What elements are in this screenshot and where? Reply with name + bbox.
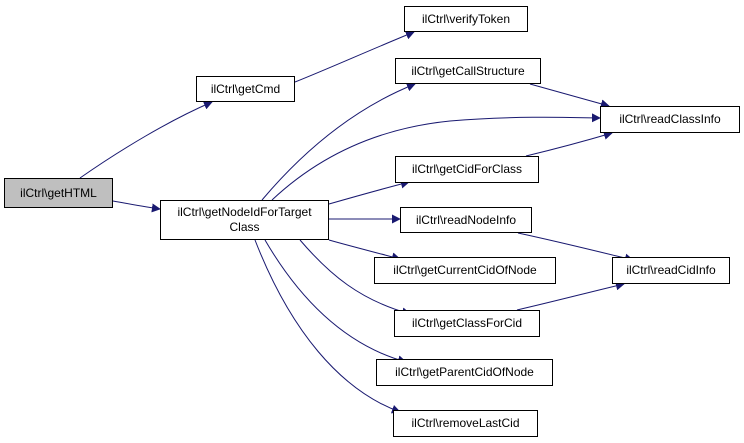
edge-root-to-getNodeIdForTargetClass — [112, 200, 161, 213]
edge-getClassForCid-to-readCidInfo — [516, 281, 625, 311]
node-readClassInfo[interactable]: ilCtrl\readClassInfo — [600, 106, 740, 133]
edge-getNodeIdForTargetClass-to-readClassInfo — [271, 113, 601, 201]
edge-root-to-getCmd — [79, 101, 213, 179]
node-verifyToken[interactable]: ilCtrl\verifyToken — [404, 6, 528, 32]
node-getNodeIdForTargetClass[interactable]: ilCtrl\getNodeIdForTarget Class — [160, 200, 329, 240]
edge-getCallStructure-to-readClassInfo — [529, 83, 610, 109]
node-getCurrentCidOfNode[interactable]: ilCtrl\getCurrentCidOfNode — [374, 257, 556, 284]
edge-getNodeIdForTargetClass-to-getCidForClass — [328, 179, 410, 205]
edge-getNodeIdForTargetClass-to-removeLastCid — [254, 239, 401, 414]
edge-getCidForClass-to-readClassInfo — [525, 130, 613, 157]
node-readNodeInfo[interactable]: ilCtrl\readNodeInfo — [400, 207, 532, 233]
node-getParentCidOfNode[interactable]: ilCtrl\getParentCidOfNode — [376, 359, 553, 386]
edge-getCmd-to-verifyToken — [294, 30, 415, 83]
node-readCidInfo[interactable]: ilCtrl\readCidInfo — [612, 257, 730, 284]
node-removeLastCid[interactable]: ilCtrl\removeLastCid — [393, 410, 538, 437]
edge-getNodeIdForTargetClass-to-getCallStructure — [261, 82, 416, 201]
edge-getNodeIdForTargetClass-to-getParentCidOfNode — [264, 239, 407, 365]
edge-getNodeIdForTargetClass-to-getClassForCid — [299, 239, 411, 317]
node-getCallStructure[interactable]: ilCtrl\getCallStructure — [395, 58, 541, 84]
node-getCidForClass[interactable]: ilCtrl\getCidForClass — [395, 156, 539, 183]
edge-readNodeInfo-to-readCidInfo — [517, 232, 634, 263]
node-getHTML: ilCtrl\getHTML — [4, 178, 113, 208]
node-getClassForCid[interactable]: ilCtrl\getClassForCid — [394, 310, 540, 337]
node-getCmd[interactable]: ilCtrl\getCmd — [196, 76, 295, 102]
